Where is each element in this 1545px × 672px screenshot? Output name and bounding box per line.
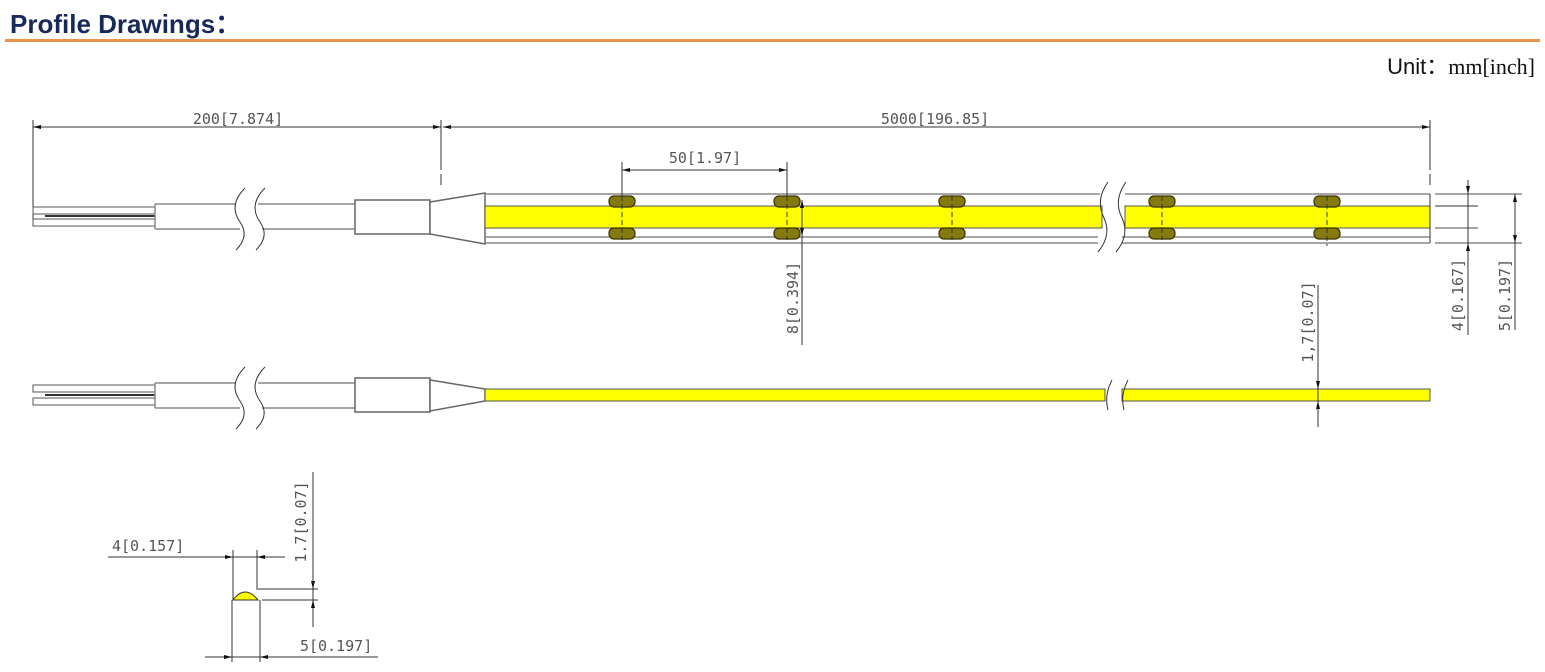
led-strip-side — [484, 388, 1106, 402]
side-sleeve — [354, 377, 431, 413]
dim-width-5-label: 5[0.197] — [1496, 259, 1514, 331]
dim-strip-length-label: 5000[196.85] — [881, 110, 989, 128]
side-view: 1,7[0.07] — [32, 281, 1431, 430]
cross-section: 4[0.157] 5[0.197] 1.7[0.07] — [108, 472, 378, 662]
page-title: Profile Drawings： — [10, 9, 242, 39]
solder-pads — [608, 195, 1341, 246]
led-strip-top — [484, 181, 1431, 253]
dim-lead-length: 200[7.874] — [32, 110, 442, 222]
end-cap — [429, 192, 486, 245]
section-profile — [231, 591, 260, 601]
unit-caption: Unit： — [1387, 54, 1449, 79]
dim-lead-length-label: 200[7.874] — [193, 110, 283, 128]
unit-value: mm[inch] — [1448, 54, 1535, 79]
unit-label: Unit：mm[inch] — [1387, 49, 1535, 81]
dim-width-4-label: 4[0.167] — [1449, 259, 1467, 331]
dim-cut-unit: 50[1.97] — [621, 149, 788, 196]
solder-pad — [608, 195, 636, 240]
section-height-label: 1.7[0.07] — [292, 481, 310, 562]
dim-thickness-label: 1,7[0.07] — [1299, 281, 1317, 362]
solder-pad — [938, 195, 966, 240]
sleeve — [354, 199, 431, 235]
top-view: 200[7.874] 5000[196.85] — [32, 110, 1522, 345]
cable — [154, 187, 355, 251]
dim-strip-length: 5000[196.85] — [443, 110, 1431, 185]
dim-cut-unit-label: 50[1.97] — [669, 149, 741, 167]
dim-width-right: 4[0.167] 5[0.197] — [1435, 180, 1522, 335]
lead-wires — [32, 206, 156, 227]
section-top-width-label: 4[0.157] — [112, 537, 184, 555]
dim-width-pcb: 8[0.394] — [784, 200, 804, 345]
dim-thickness: 1,7[0.07] — [1299, 281, 1320, 427]
dim-width-pcb-label: 8[0.394] — [784, 262, 802, 334]
solder-pad — [1148, 195, 1176, 240]
section-bottom-width-label: 5[0.197] — [300, 637, 372, 655]
solder-pad — [1313, 195, 1341, 246]
title-underline — [5, 39, 1540, 42]
